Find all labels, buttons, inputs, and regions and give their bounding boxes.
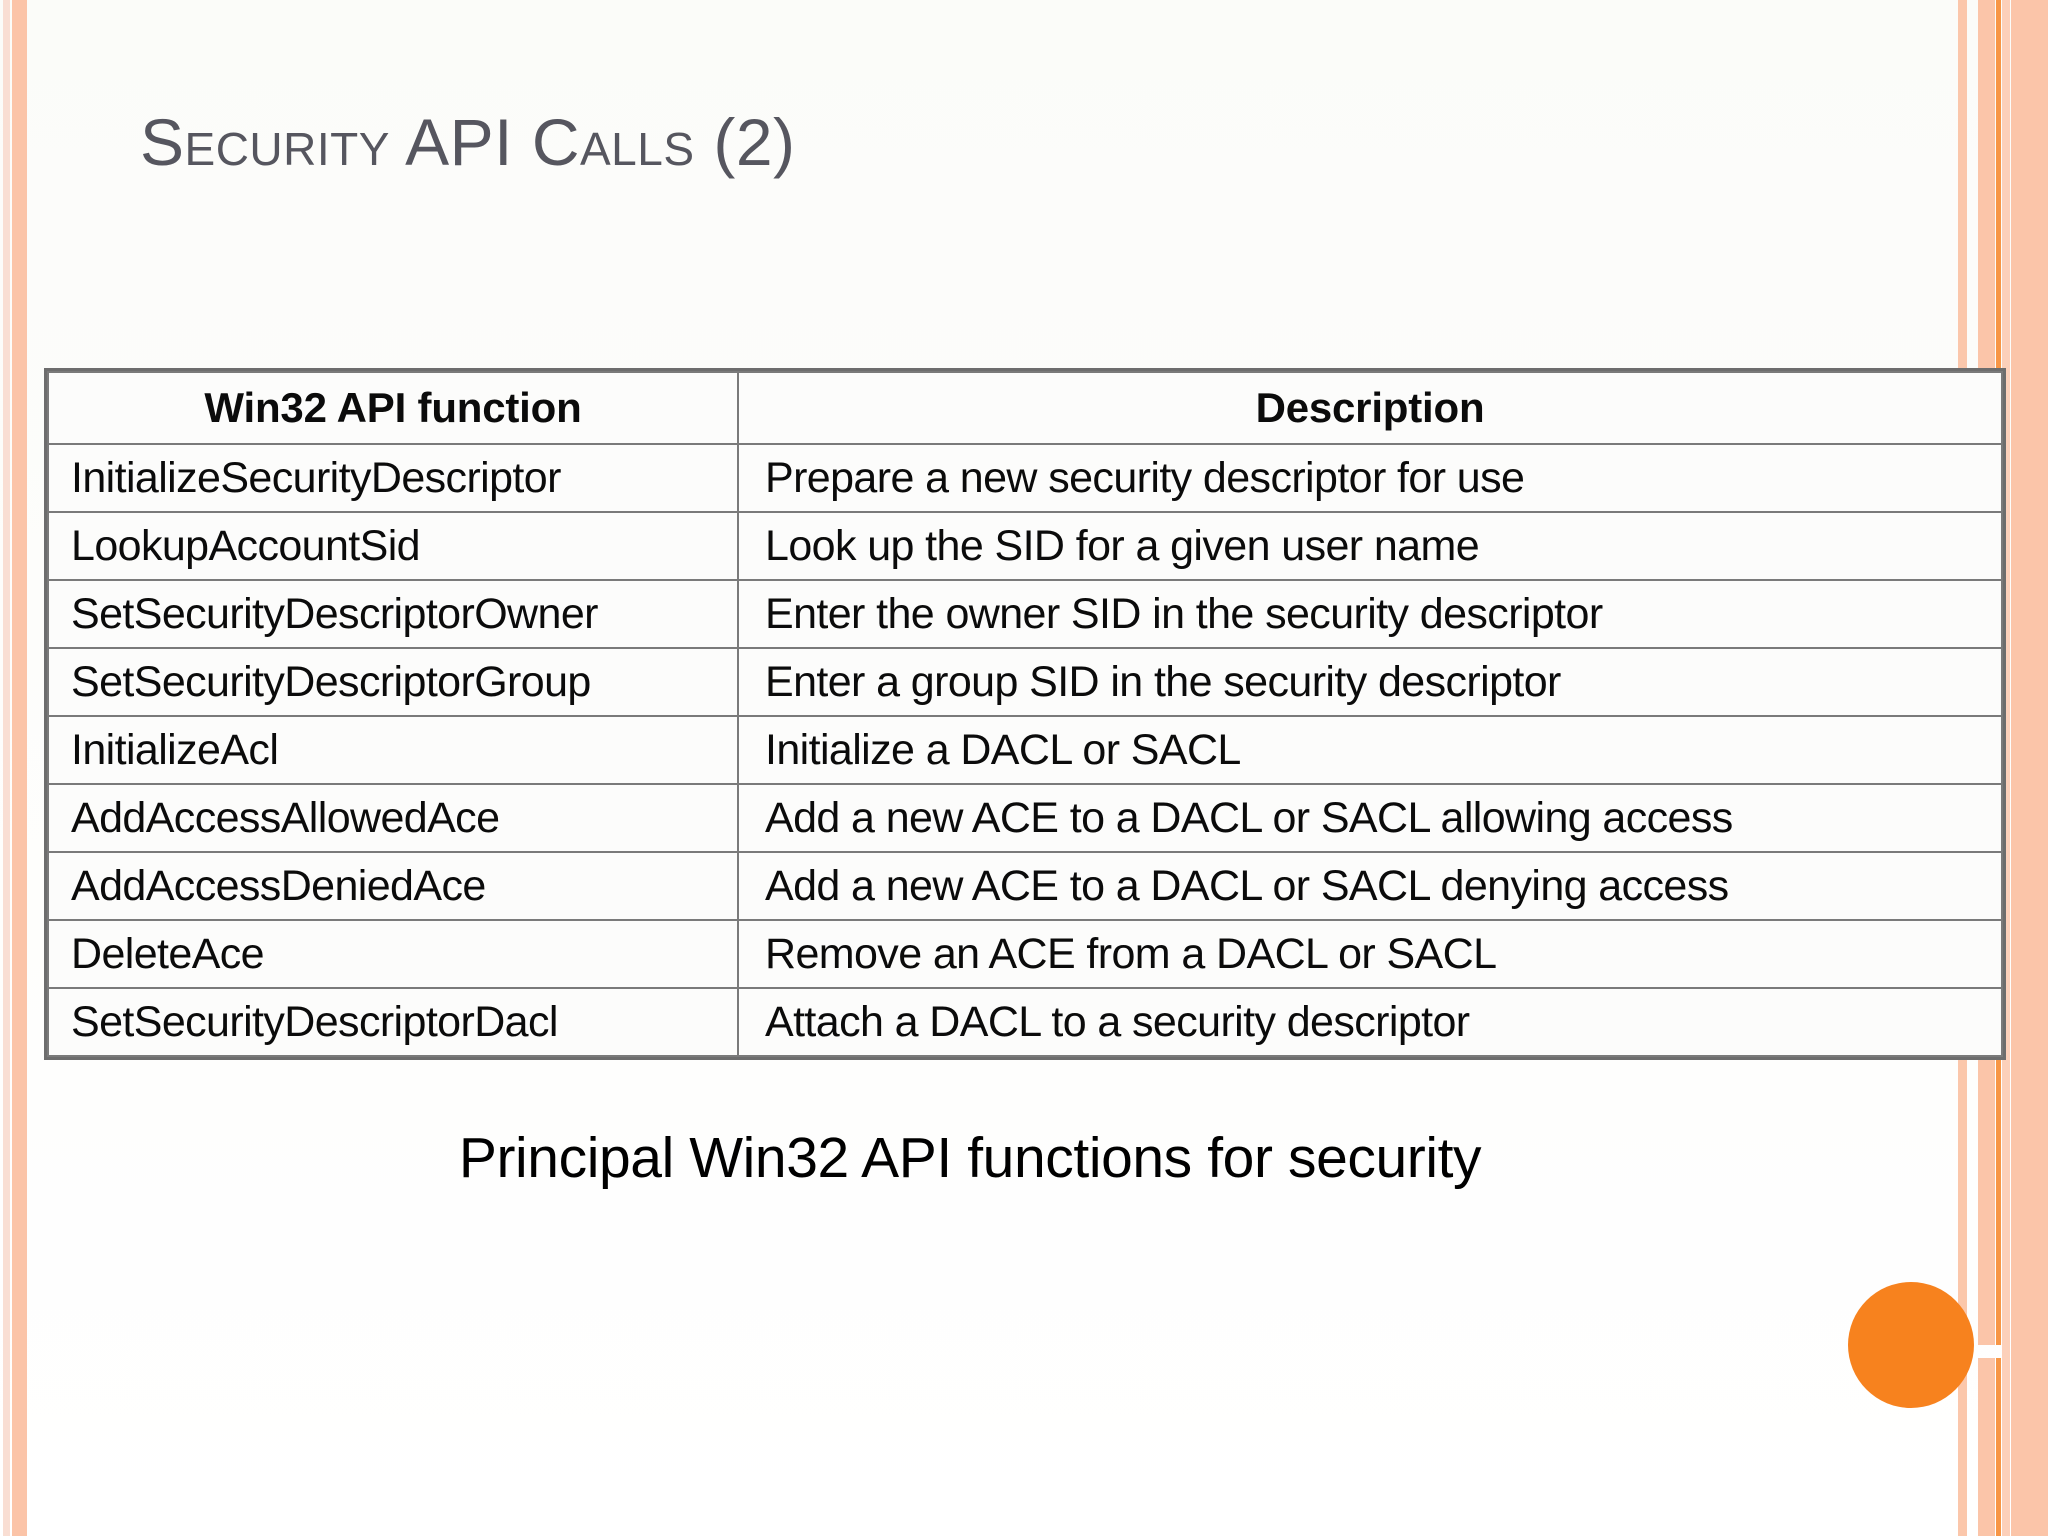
column-header-function: Win32 API function [47, 371, 739, 445]
cell-function: SetSecurityDescriptorGroup [47, 647, 739, 717]
table-row: SetSecurityDescriptorGroup Enter a group… [47, 647, 2003, 717]
figure-caption: Principal Win32 API functions for securi… [458, 1126, 1482, 1190]
cell-function: SetSecurityDescriptorDacl [47, 987, 739, 1057]
cell-description: Initialize a DACL or SACL [737, 715, 2003, 785]
table-row: AddAccessDeniedAce Add a new ACE to a DA… [47, 851, 2003, 921]
decorative-stripe-right-4 [2002, 0, 2010, 1536]
table-row: DeleteAce Remove an ACE from a DACL or S… [47, 919, 2003, 989]
cell-description: Add a new ACE to a DACL or SACL allowing… [737, 783, 2003, 853]
decorative-stripe-right-2-lower [1978, 1358, 1995, 1536]
table-header-row: Win32 API function Description [47, 371, 2003, 445]
decorative-stripe-left-pale [3, 0, 10, 1536]
table-header: Win32 API function Description [47, 371, 2003, 445]
decorative-stripe-right-1-lower [1958, 1358, 1967, 1536]
cell-function: DeleteAce [47, 919, 739, 989]
api-table-figure: Win32 API function Description Initializ… [44, 368, 2006, 1060]
table-row: LookupAccountSid Look up the SID for a g… [47, 511, 2003, 581]
cell-function: LookupAccountSid [47, 511, 739, 581]
cell-description: Enter the owner SID in the security desc… [737, 579, 2003, 649]
table-row: InitializeAcl Initialize a DACL or SACL [47, 715, 2003, 785]
api-table: Win32 API function Description Initializ… [47, 371, 2003, 1057]
cell-function: InitializeSecurityDescriptor [47, 443, 739, 513]
slide-title: Security API Calls (2) [140, 105, 796, 179]
table-row: SetSecurityDescriptorDacl Attach a DACL … [47, 987, 2003, 1057]
table-row: AddAccessAllowedAce Add a new ACE to a D… [47, 783, 2003, 853]
decorative-stripe-right-edge [2011, 0, 2048, 1536]
cell-function: SetSecurityDescriptorOwner [47, 579, 739, 649]
table-body: InitializeSecurityDescriptor Prepare a n… [47, 443, 2003, 1057]
cell-description: Prepare a new security descriptor for us… [737, 443, 2003, 513]
table-row: SetSecurityDescriptorOwner Enter the own… [47, 579, 2003, 649]
cell-description: Add a new ACE to a DACL or SACL denying … [737, 851, 2003, 921]
cell-function: InitializeAcl [47, 715, 739, 785]
table-row: InitializeSecurityDescriptor Prepare a n… [47, 443, 2003, 513]
cell-description: Enter a group SID in the security descri… [737, 647, 2003, 717]
orange-circle-accent [1848, 1282, 1974, 1408]
cell-description: Remove an ACE from a DACL or SACL [737, 919, 2003, 989]
column-header-description: Description [737, 371, 2003, 445]
decorative-stripe-left-salmon [12, 0, 27, 1536]
cell-function: AddAccessAllowedAce [47, 783, 739, 853]
cell-description: Look up the SID for a given user name [737, 511, 2003, 581]
decorative-stripe-right-orange-line-lower [1996, 1358, 2001, 1536]
cell-description: Attach a DACL to a security descriptor [737, 987, 2003, 1057]
cell-function: AddAccessDeniedAce [47, 851, 739, 921]
